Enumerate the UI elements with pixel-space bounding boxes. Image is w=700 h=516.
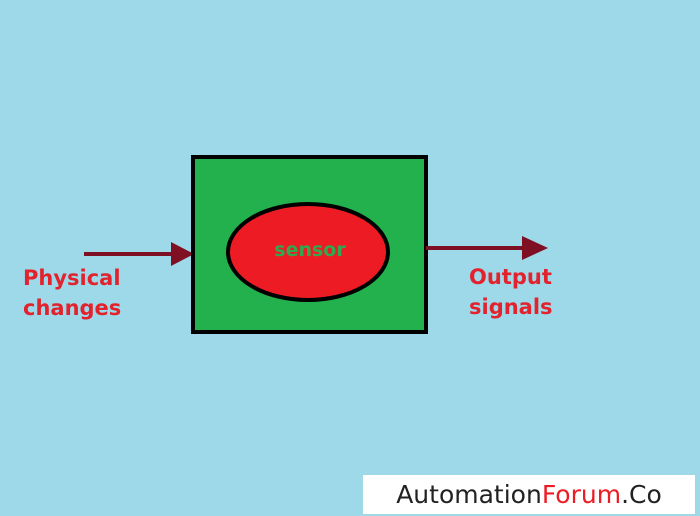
sensor-ellipse: [226, 202, 390, 302]
output-label-line-2: signals: [469, 295, 553, 319]
input-label: Physical changes: [23, 263, 121, 323]
input-label-line-2: changes: [23, 296, 122, 320]
watermark-part-3: .Co: [621, 480, 662, 509]
output-label: Output signals: [469, 262, 553, 322]
input-arrow-head: [171, 242, 194, 266]
input-label-line-1: Physical: [23, 266, 121, 290]
output-label-line-1: Output: [469, 265, 552, 289]
watermark: AutomationForum.Co: [363, 475, 695, 514]
watermark-part-2: Forum: [541, 480, 622, 509]
sensor-label: sensor: [274, 239, 346, 261]
watermark-part-1: Automation: [396, 480, 542, 509]
output-arrow-head: [522, 236, 548, 260]
